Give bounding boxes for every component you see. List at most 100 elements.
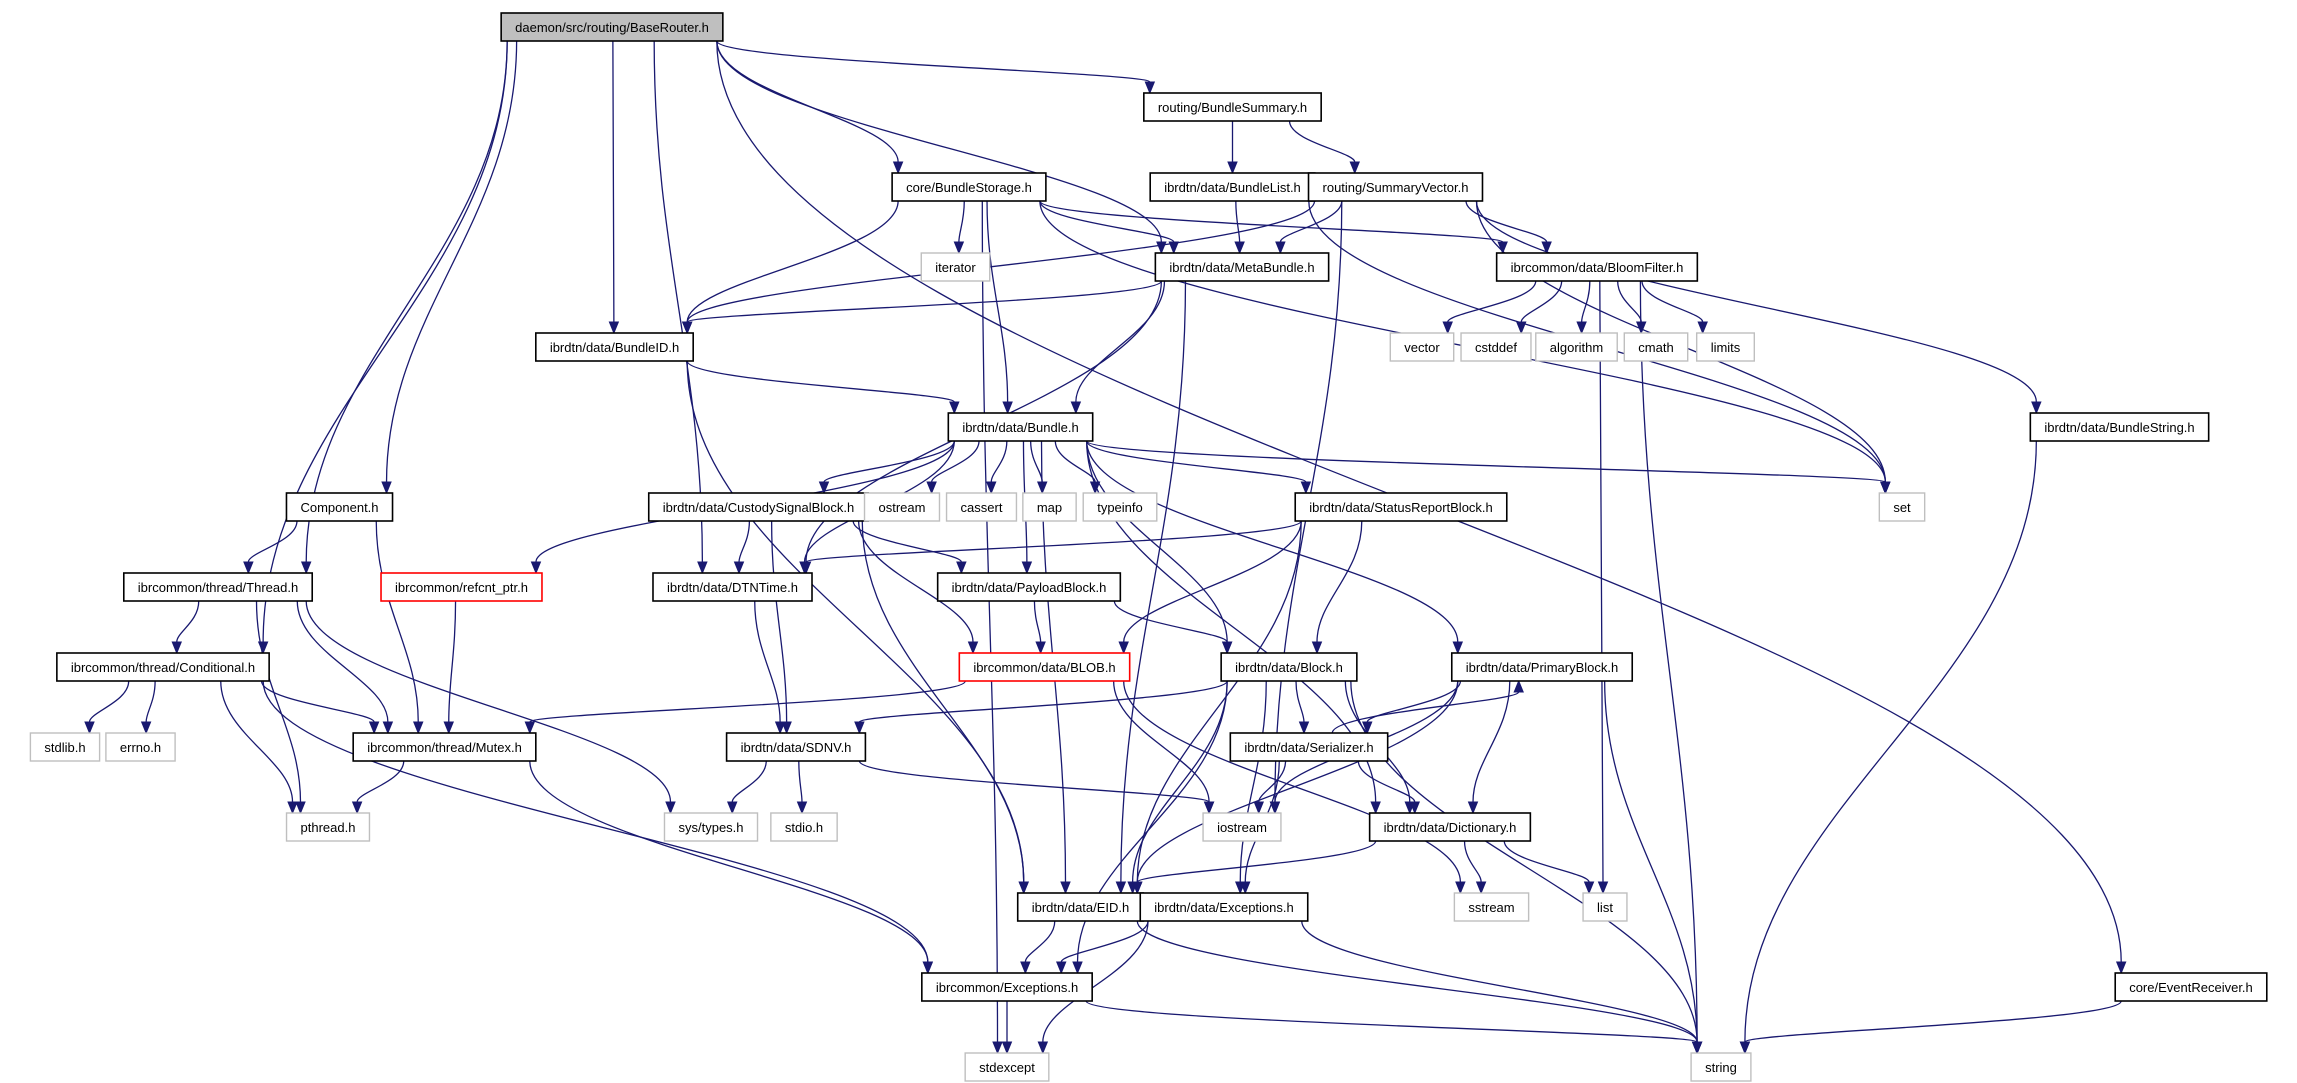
- node-bundlestring[interactable]: ibrdtn/data/BundleString.h: [2029, 412, 2210, 442]
- node-label: ibrdtn/data/BundleList.h: [1164, 180, 1301, 195]
- node-eventreceiver[interactable]: core/EventReceiver.h: [2114, 972, 2268, 1002]
- node-commonexceptions[interactable]: ibrcommon/Exceptions.h: [921, 972, 1093, 1002]
- edge-primaryblock-to-dictionary: [1472, 680, 1511, 803]
- node-component[interactable]: Component.h: [285, 492, 394, 522]
- edge-custodysignalblock-to-eid: [861, 520, 1025, 883]
- arrowhead-icon: [1455, 881, 1466, 895]
- arrowhead-icon: [781, 721, 792, 735]
- node-conditional[interactable]: ibrcommon/thread/Conditional.h: [56, 652, 270, 682]
- node-dataexceptions[interactable]: ibrdtn/data/Exceptions.h: [1139, 892, 1309, 922]
- node-box: [725, 732, 867, 762]
- node-box: [1082, 492, 1158, 522]
- arrowhead-icon: [381, 481, 392, 495]
- edge-summaryvector-to-metabundle: [1279, 200, 1343, 243]
- node-custodysignalblock[interactable]: ibrdtn/data/CustodySignalBlock.h: [647, 492, 870, 522]
- node-refcnt_ptr[interactable]: ibrcommon/refcnt_ptr.h: [380, 572, 543, 602]
- arrowhead-icon: [295, 801, 306, 815]
- node-dictionary[interactable]: ibrdtn/data/Dictionary.h: [1368, 812, 1532, 842]
- node-bundleid[interactable]: ibrdtn/data/BundleID.h: [535, 332, 694, 362]
- node-bundlesummary[interactable]: routing/BundleSummary.h: [1143, 92, 1322, 122]
- node-label: vector: [1404, 340, 1440, 355]
- edge-bundleid-to-bundle: [686, 360, 955, 403]
- node-label: limits: [1711, 340, 1741, 355]
- node-label: routing/SummaryVector.h: [1323, 180, 1469, 195]
- node-block[interactable]: ibrdtn/data/Block.h: [1220, 652, 1358, 682]
- arrowhead-icon: [1597, 881, 1609, 895]
- edge-bloomfilter-to-cmath: [1617, 280, 1642, 323]
- node-box: [945, 492, 1018, 522]
- arrowhead-icon: [1020, 961, 1031, 975]
- arrowhead-icon: [953, 241, 965, 255]
- node-list: list: [1582, 892, 1628, 922]
- arrowhead-icon: [1203, 801, 1215, 815]
- arrowhead-icon: [818, 481, 830, 495]
- edge-bundle-to-block: [1086, 440, 1228, 643]
- node-baserouter[interactable]: daemon/src/routing/BaseRouter.h: [500, 12, 724, 42]
- arrowhead-icon: [796, 801, 808, 815]
- arrowhead-icon: [2115, 961, 2127, 975]
- node-eid[interactable]: ibrdtn/data/EID.h: [1016, 892, 1145, 922]
- arrowhead-icon: [1300, 481, 1312, 495]
- arrowhead-icon: [949, 401, 960, 415]
- node-errno: errno.h: [105, 732, 176, 762]
- arrowhead-icon: [1541, 241, 1552, 255]
- node-label: stdio.h: [785, 820, 823, 835]
- edge-baserouter-to-bundlesummary: [716, 40, 1151, 83]
- edge-block-to-string: [1350, 680, 1698, 1043]
- node-blob[interactable]: ibrcommon/data/BLOB.h: [958, 652, 1131, 682]
- node-serializer[interactable]: ibrdtn/data/Serializer.h: [1229, 732, 1389, 762]
- edge-dictionary-to-sstream: [1463, 840, 1482, 883]
- node-dtntime[interactable]: ibrdtn/data/DTNTime.h: [652, 572, 813, 602]
- arrowhead-icon: [1513, 679, 1524, 693]
- node-box: [1139, 892, 1309, 922]
- node-label: ibrdtn/data/CustodySignalBlock.h: [663, 500, 855, 515]
- edge-eventreceiver-to-string: [1744, 1000, 2122, 1043]
- node-box: [1535, 332, 1618, 362]
- node-primaryblock[interactable]: ibrdtn/data/PrimaryBlock.h: [1450, 652, 1634, 682]
- edge-dictionary-to-eid: [1136, 840, 1377, 883]
- edge-blob-to-iostream: [1112, 680, 1210, 803]
- node-label: iterator: [935, 260, 976, 275]
- arrowhead-icon: [1497, 241, 1508, 255]
- node-label: ibrcommon/thread/Conditional.h: [71, 660, 255, 675]
- edge-serializer-to-iostream: [1258, 760, 1287, 803]
- arrowhead-icon: [1156, 241, 1167, 255]
- arrowhead-icon: [1253, 801, 1264, 815]
- node-sdnv[interactable]: ibrdtn/data/SDNV.h: [725, 732, 867, 762]
- edge-sdnv-to-stdio: [798, 760, 803, 803]
- node-mutex[interactable]: ibrcommon/thread/Mutex.h: [352, 732, 537, 762]
- node-statusreportblock[interactable]: ibrdtn/data/StatusReportBlock.h: [1294, 492, 1508, 522]
- arrowhead-icon: [800, 561, 812, 575]
- arrowhead-icon: [1576, 321, 1587, 335]
- node-payloadblock[interactable]: ibrdtn/data/PayloadBlock.h: [936, 572, 1122, 602]
- node-bloomfilter[interactable]: ibrcommon/data/BloomFilter.h: [1495, 252, 1699, 282]
- edge-conditional-to-errno: [145, 680, 156, 723]
- node-bundlelist[interactable]: ibrdtn/data/BundleList.h: [1149, 172, 1316, 202]
- node-iterator: iterator: [920, 252, 991, 282]
- node-stdexcept: stdexcept: [964, 1052, 1050, 1082]
- arrowhead-icon: [854, 721, 865, 735]
- arrowhead-icon: [1739, 1041, 1751, 1055]
- edge-primaryblock-to-string: [1604, 680, 1698, 1043]
- node-sstream: sstream: [1453, 892, 1530, 922]
- node-summaryvector[interactable]: routing/SummaryVector.h: [1307, 172, 1484, 202]
- node-box: [1695, 332, 1756, 362]
- edge-thread-to-mutex: [296, 600, 389, 723]
- node-bundlestorage[interactable]: core/BundleStorage.h: [891, 172, 1047, 202]
- node-box: [535, 332, 694, 362]
- node-box: [1220, 652, 1358, 682]
- node-metabundle[interactable]: ibrdtn/data/MetaBundle.h: [1154, 252, 1330, 282]
- arrowhead-icon: [1467, 801, 1479, 815]
- edge-payloadblock-to-block: [1113, 600, 1228, 643]
- nodes-layer: daemon/src/routing/BaseRouter.h routing/B…: [29, 12, 2268, 1082]
- node-thread[interactable]: ibrcommon/thread/Thread.h: [122, 572, 314, 602]
- edge-block-to-dataexceptions: [1239, 680, 1267, 883]
- node-label: daemon/src/routing/BaseRouter.h: [515, 20, 709, 35]
- arrowhead-icon: [1089, 481, 1101, 495]
- node-box: [863, 492, 941, 522]
- node-box: [647, 492, 870, 522]
- node-systypes: sys/types.h: [663, 812, 759, 842]
- node-label: sys/types.h: [678, 820, 743, 835]
- node-bundle[interactable]: ibrdtn/data/Bundle.h: [947, 412, 1094, 442]
